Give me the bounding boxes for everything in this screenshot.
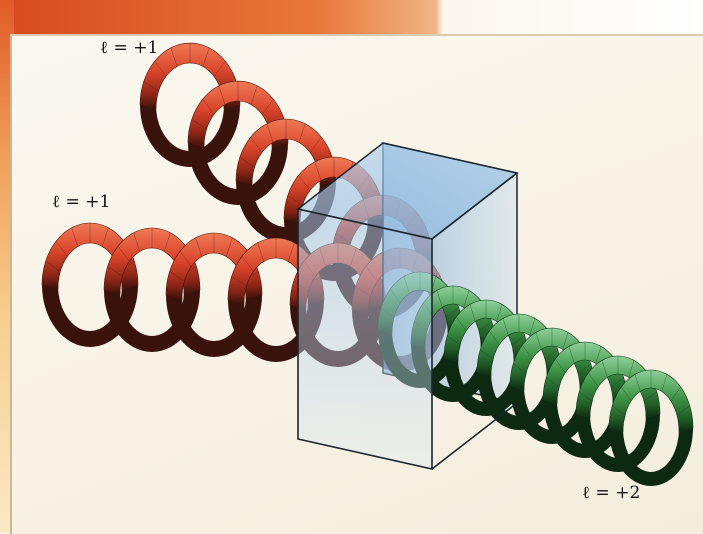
helix-grid-line [535,332,542,350]
helix-grid-line [287,195,303,206]
helix-grid-line [226,237,233,257]
helix-grid-line [239,157,255,168]
helix-grid-line [250,137,263,153]
helix-grid-line [314,161,322,181]
helix-grid-line [191,119,207,130]
middle-beam-label: ℓ = +1 [52,192,111,212]
helix-grid-line [213,61,226,77]
helix-grid-line [480,349,494,360]
helix-grid-line [154,61,167,77]
helix-grid-line [670,386,681,402]
helix-grid-line [456,316,467,332]
output-beam-label: ℓ = +2 [582,483,641,503]
helix-grid-line [562,332,569,350]
helix-grid-line [522,344,533,360]
helix-grid-line [218,85,226,105]
helix-grid-line [621,386,632,402]
helix-grid-line [179,251,192,267]
crystal-edge [431,172,518,240]
helix-grid-line [261,99,274,115]
helix-grid-line [133,232,140,252]
helix-grid-line [463,290,470,308]
helix-grid-line [496,304,503,322]
helix-grid-line [447,335,461,346]
helix-grid-line [511,335,525,346]
helix-grid-line [102,227,109,247]
helix-grid-line [588,372,599,388]
helix-grid-line [546,377,560,388]
helix-grid-line [266,123,274,143]
helix-coil-front [41,222,139,290]
helix-grid-line [202,47,210,67]
crystal-edge-bottom [431,402,518,470]
helix-grid-line [231,276,247,287]
helix-grid-line [612,405,626,416]
helix-grid-line [117,246,130,262]
crystal-front-face [297,208,433,470]
helix-grid-line [544,349,558,360]
helix-grid-line [445,307,459,318]
helix-coil-back [609,428,693,486]
helix-grid-line [169,271,185,282]
helix-coil-front [575,355,661,419]
helix-coil-front [139,42,241,110]
helix-coil-back [188,143,288,205]
helix-grid-line [107,266,123,277]
helix-coil-front [187,80,289,148]
helix-grid-line [469,304,476,322]
helix-coil-front [165,232,263,300]
frame-top-bar [0,0,703,40]
helix-grid-line [298,123,306,143]
helix-grid-line [478,321,492,332]
helix-grid-line [643,391,657,402]
helix-grid-line [628,360,635,378]
helix-coil-back [140,105,240,167]
helix-grid-line [513,363,527,374]
helix-grid-line [143,81,159,92]
helix-grid-line [55,241,68,257]
helix-grid-line [288,242,295,262]
helix-grid-line [45,261,61,272]
helix-grid-line [257,242,264,262]
top-beam-label: ℓ = +1 [100,38,159,58]
helix-coil-front [608,369,694,433]
helix-grid-line [309,137,322,153]
helix-grid-line [676,405,690,416]
output-helix [377,271,694,486]
helix-grid-line [202,99,215,115]
helix-grid-line [634,374,641,392]
helix-coil-back [477,372,561,430]
helix-grid-line [195,237,202,257]
helix-coil-back [576,414,660,472]
helix-grid-line [577,363,591,374]
helix-grid-line [241,256,254,272]
helix-grid-line [555,358,566,374]
helix-grid-line [502,318,509,336]
helix-grid-line [529,318,536,336]
helix-grid-line [661,374,668,392]
helix-grid-line [579,391,593,402]
helix-grid-line [436,290,443,308]
helix-coil-front [103,227,201,295]
helix-coil-back [104,290,200,352]
helix-grid-line [568,346,575,364]
helix-grid-line [164,232,171,252]
helix-coil-back [543,400,627,458]
helix-grid-line [298,175,311,191]
helix-coil-back [166,295,262,357]
helix-grid-line [601,360,608,378]
helix-coil-back [510,386,594,444]
helix-grid-line [489,330,500,346]
helix-coil-back [444,358,528,416]
helix-grid-line [610,377,624,388]
helix-grid-line [170,47,178,67]
helix-grid-line [595,346,602,364]
helix-grid-line [250,85,258,105]
helix-coil-back [42,285,138,347]
helix-grid-line [71,227,78,247]
